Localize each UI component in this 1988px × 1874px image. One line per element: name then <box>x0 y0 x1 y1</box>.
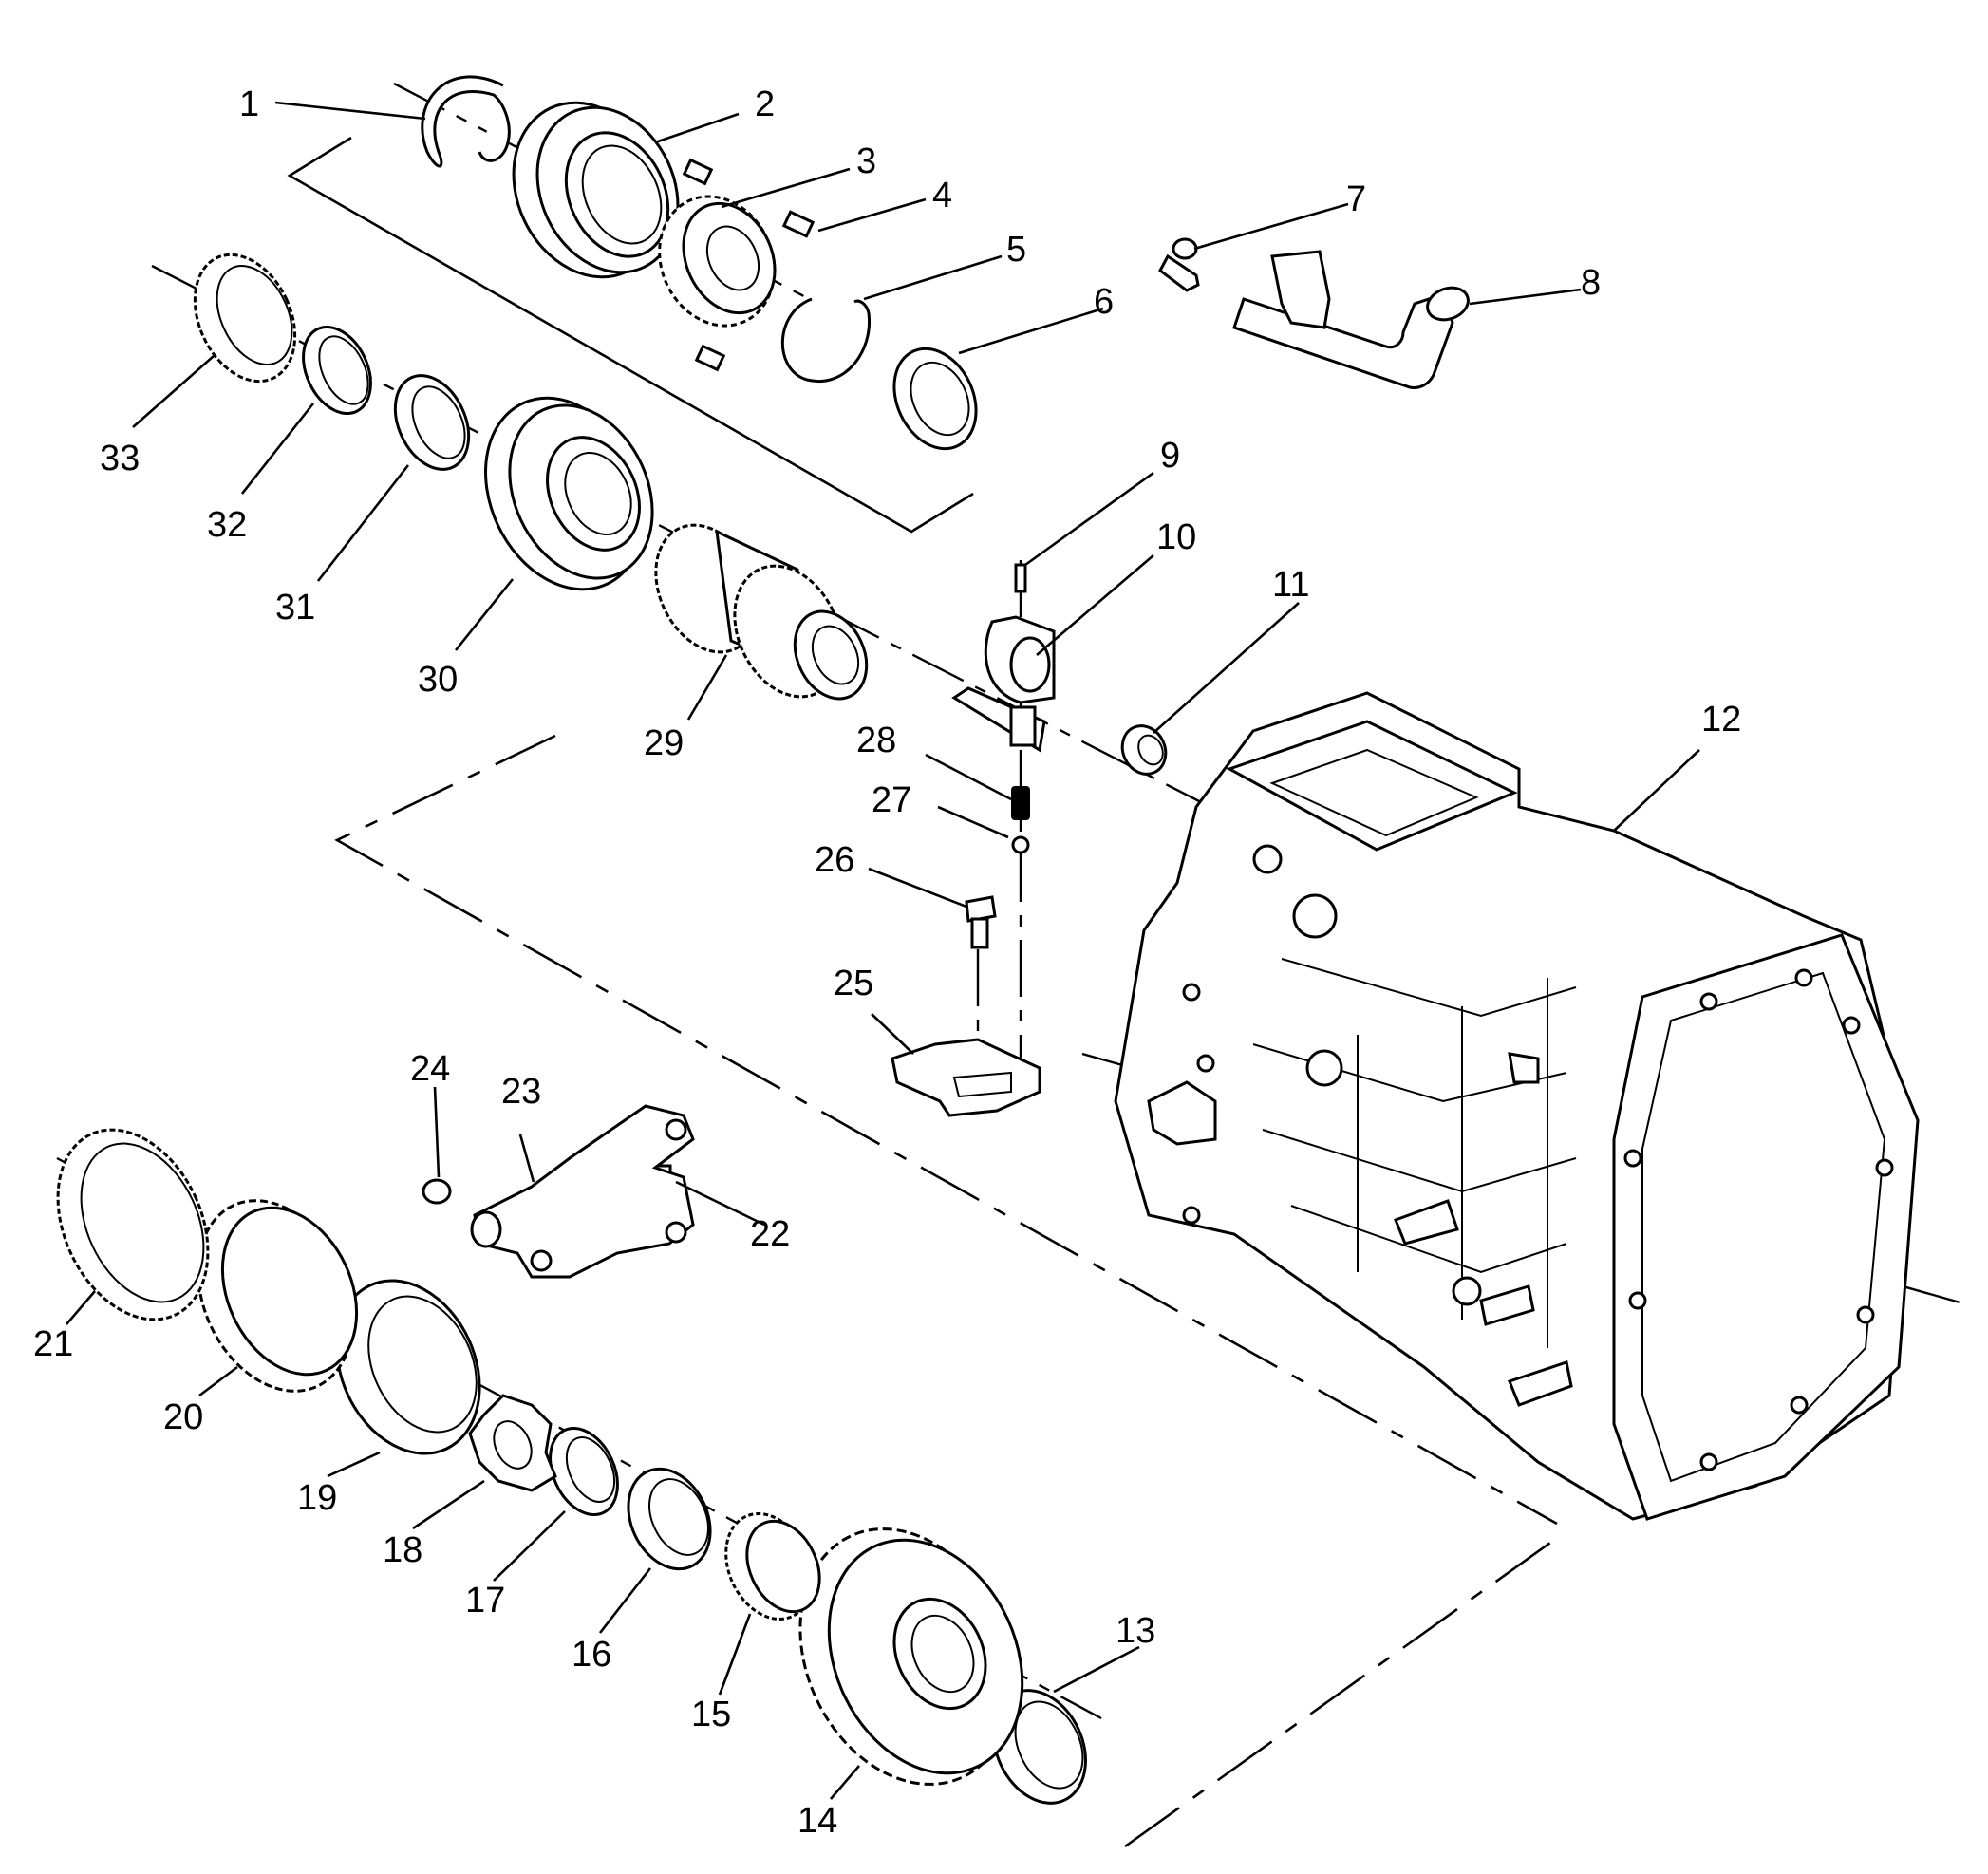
part-33-blocking-ring <box>193 253 297 384</box>
part-18-retainer <box>468 1394 557 1492</box>
part-30-bearing <box>484 396 654 591</box>
callout-16: 16 <box>572 1635 611 1675</box>
callout-33: 33 <box>100 439 140 478</box>
callout-6: 6 <box>1094 282 1114 322</box>
part-28-detent-spring <box>1011 786 1030 820</box>
callout-8: 8 <box>1581 263 1601 303</box>
callout-1: 1 <box>239 84 259 124</box>
part-11-bushing <box>1120 724 1168 776</box>
part-7-vent-fitting <box>1158 237 1200 292</box>
part-5-snap-ring <box>780 297 872 383</box>
lower-assembly-bracket <box>334 734 1558 1848</box>
callout-31: 31 <box>275 588 315 628</box>
callout-25: 25 <box>834 964 873 1003</box>
leader-lines <box>66 101 1700 1800</box>
callout-10: 10 <box>1156 517 1196 557</box>
part-27-detent-ball <box>1011 835 1030 854</box>
callout-labels: 1 2 3 4 5 6 7 8 9 10 11 12 13 14 15 16 1… <box>33 84 1741 1841</box>
part-3-synchronizer-hub <box>658 195 777 328</box>
part-2-synchronizer-sleeve <box>512 101 680 279</box>
callout-4: 4 <box>932 176 952 216</box>
callout-24: 24 <box>410 1049 450 1089</box>
callout-29: 29 <box>644 723 684 763</box>
part-10-shift-block <box>951 615 1056 753</box>
callout-2: 2 <box>755 84 775 124</box>
callout-32: 32 <box>207 505 247 545</box>
callout-11: 11 <box>1272 565 1309 605</box>
callout-30: 30 <box>418 660 458 700</box>
part-6-blocking-ring <box>892 347 978 451</box>
part-25-detent-bracket <box>891 1038 1041 1117</box>
callout-21: 21 <box>33 1324 73 1364</box>
callout-3: 3 <box>856 141 876 181</box>
upper-assembly-bracket <box>287 136 974 534</box>
callout-15: 15 <box>691 1695 731 1734</box>
part-19-bearing-cup <box>335 1279 481 1455</box>
callout-22: 22 <box>750 1214 790 1254</box>
part-14-helical-gear <box>798 1527 1024 1786</box>
callout-17: 17 <box>465 1581 505 1621</box>
part-31-spacer-ring <box>393 374 471 471</box>
part-20-synchronizer-cage <box>197 1199 359 1393</box>
part-21-blocking-ring <box>56 1128 210 1321</box>
callout-13: 13 <box>1116 1611 1155 1651</box>
part-26-bolt <box>965 895 997 949</box>
part-17-snap-ring <box>549 1426 619 1517</box>
part-15-needle-bearing <box>724 1512 821 1621</box>
part-16-spacer <box>627 1467 712 1571</box>
part-24-retaining-clip <box>422 1178 452 1205</box>
callout-5: 5 <box>1006 230 1026 270</box>
callout-19: 19 <box>297 1478 337 1518</box>
callout-27: 27 <box>872 780 911 820</box>
part-29-cluster-gear <box>654 523 869 701</box>
callout-12: 12 <box>1701 700 1741 740</box>
callout-20: 20 <box>163 1397 203 1437</box>
part-1-snap-ring <box>421 75 511 168</box>
part-32-snap-ring <box>302 325 372 416</box>
callout-18: 18 <box>383 1530 422 1570</box>
callout-23: 23 <box>501 1072 541 1112</box>
callout-26: 26 <box>815 840 854 880</box>
callout-9: 9 <box>1160 436 1180 476</box>
callout-28: 28 <box>856 721 896 760</box>
part-8-vent-tube <box>1232 250 1470 389</box>
callout-7: 7 <box>1346 179 1366 219</box>
callout-14: 14 <box>797 1801 837 1841</box>
part-4-synchronizer-keys <box>682 158 816 372</box>
part-12-transmission-case <box>1114 691 1920 1521</box>
part-9-pin <box>1014 563 1027 593</box>
part-23-shift-fork <box>470 1104 695 1279</box>
